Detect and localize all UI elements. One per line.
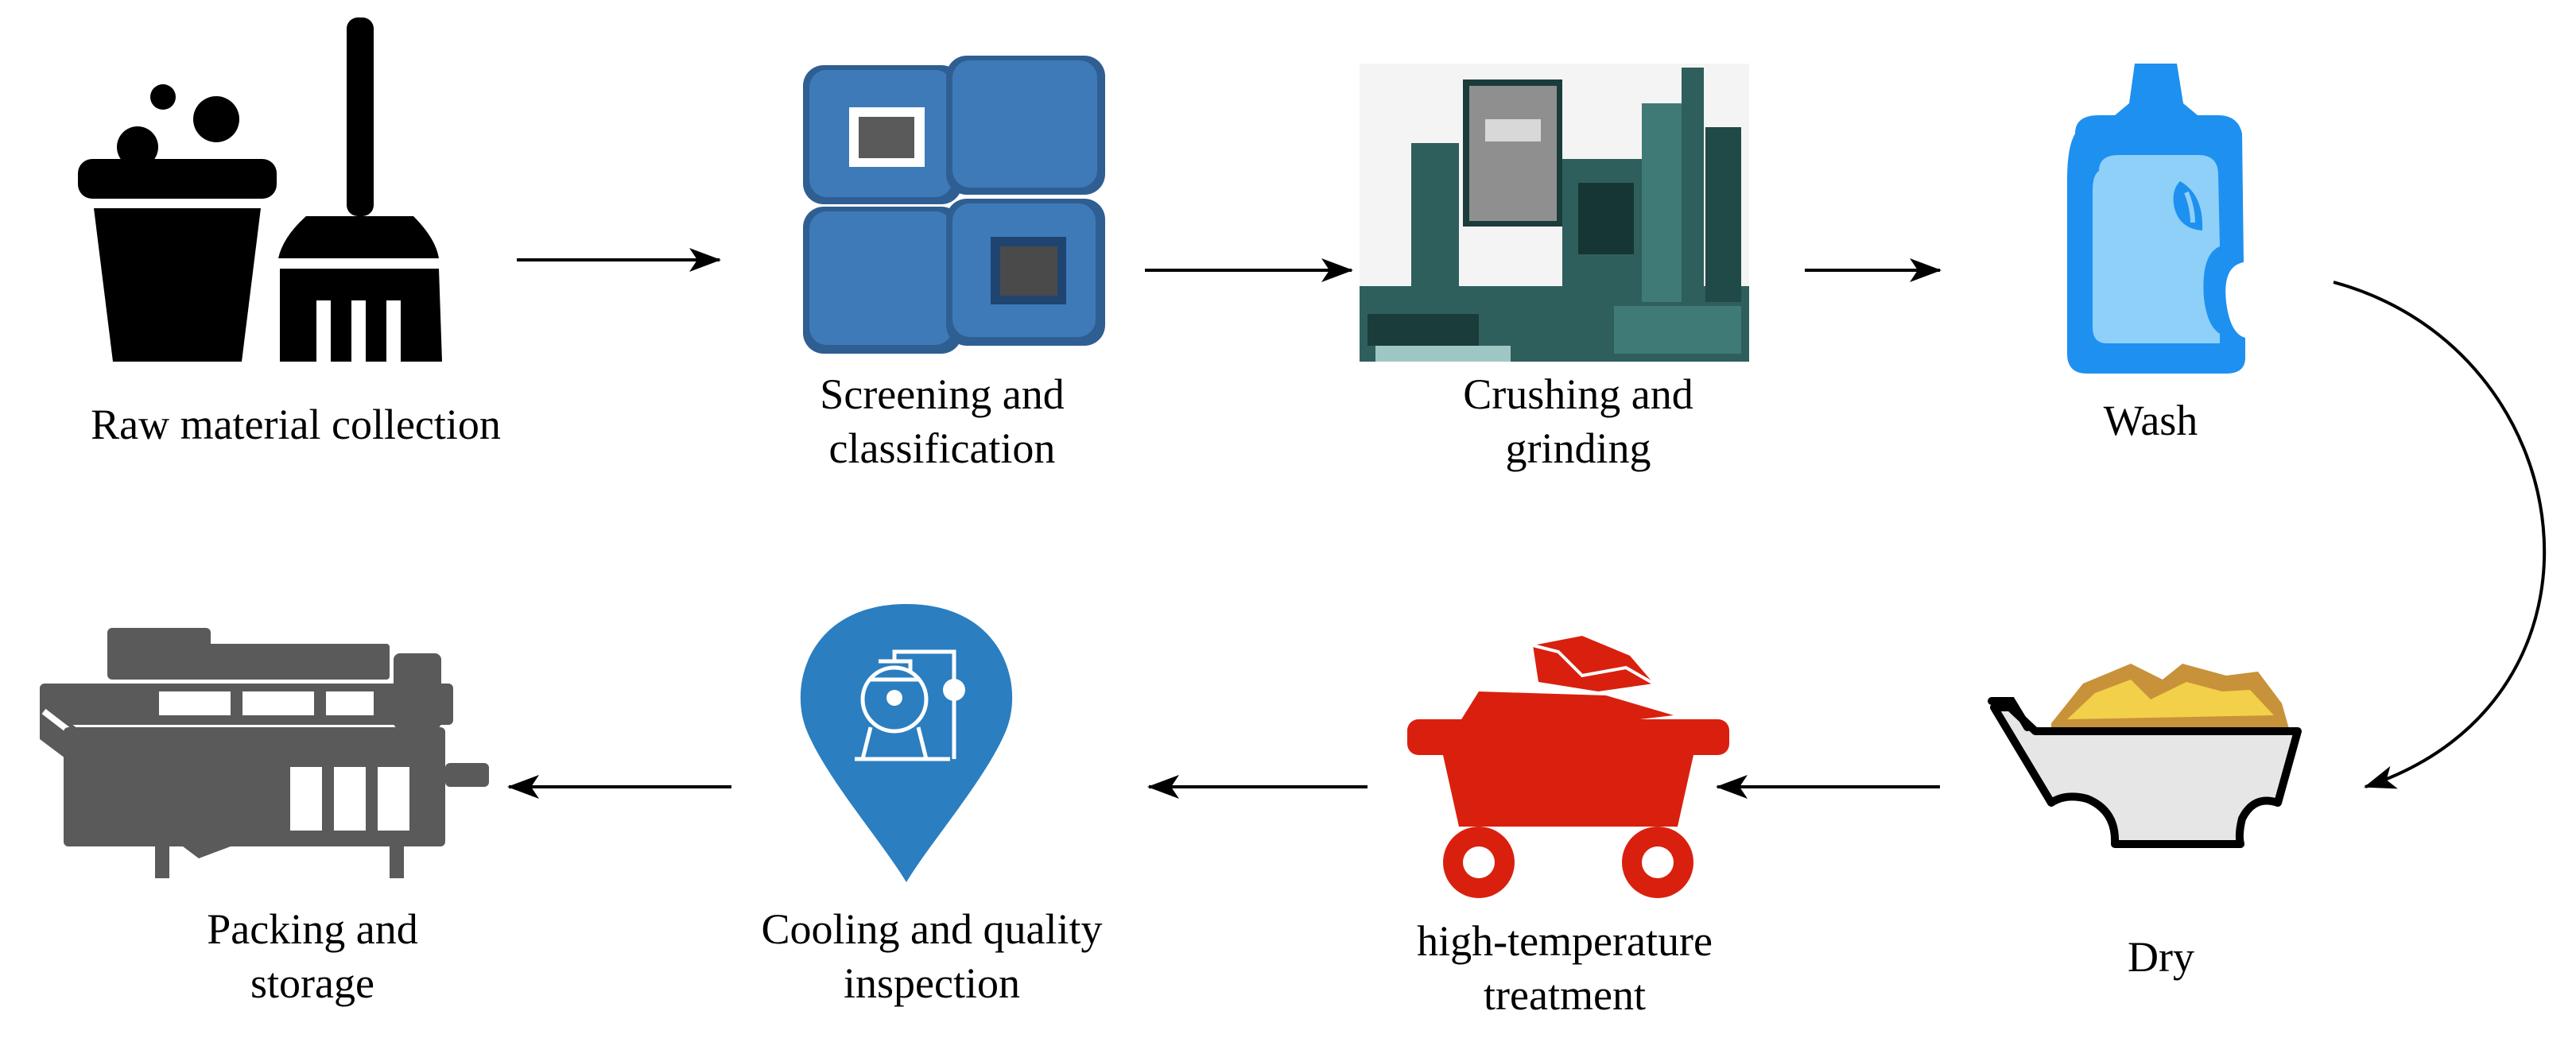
label-packing: Packing and storage — [207, 902, 417, 1010]
label-screening: Screening and classification — [820, 367, 1064, 475]
label-high-temperature: high-temperature treatment — [1417, 914, 1713, 1022]
label-line: Packing and — [207, 905, 418, 953]
label-line: Crushing and — [1463, 370, 1693, 418]
label-dry: Dry — [2128, 930, 2194, 984]
packing-machine-icon — [40, 628, 489, 878]
label-line: inspection — [844, 959, 1020, 1007]
label-line: classification — [828, 424, 1056, 472]
ore-cart-icon — [1988, 664, 2302, 848]
label-line: storage — [250, 959, 374, 1007]
label-line: Dry — [2128, 933, 2194, 981]
stacked-square-blocks-icon — [803, 56, 1105, 354]
arrow-wash-to-dry — [2333, 281, 2547, 789]
flow-arrows — [507, 248, 2547, 799]
label-line: Wash — [2103, 397, 2198, 444]
bucket-and-broom-icon — [78, 17, 442, 364]
label-raw-material-collection: Raw material collection — [91, 397, 501, 451]
label-line: grinding — [1505, 424, 1651, 472]
label-line: treatment — [1484, 971, 1646, 1019]
label-line: Raw material collection — [91, 401, 501, 448]
crushing-machinery-icon — [1360, 64, 1749, 362]
label-line: Screening and — [820, 370, 1065, 418]
label-wash: Wash — [2104, 393, 2198, 447]
label-cooling: Cooling and quality inspection — [762, 902, 1103, 1010]
label-crushing: Crushing and grinding — [1463, 367, 1693, 475]
detergent-bottle-icon — [2067, 64, 2245, 374]
label-line: Cooling and quality — [761, 905, 1103, 953]
location-pin-plant-icon — [800, 604, 1013, 882]
coal-cart-icon — [1407, 636, 1729, 898]
label-line: high-temperature — [1417, 917, 1713, 965]
